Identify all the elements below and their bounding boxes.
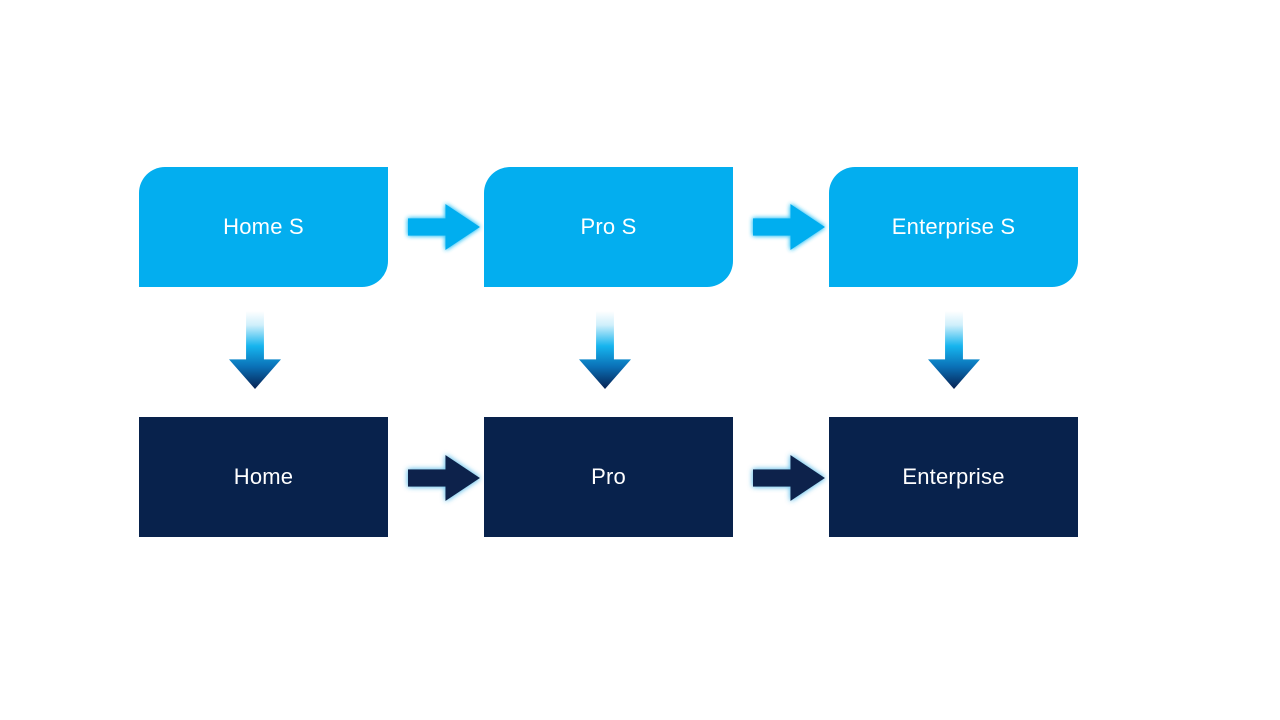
arrow-pro-to-enterprise — [753, 455, 825, 501]
arrow-pro-s-to-pro — [579, 311, 631, 389]
tier-label-pro-s: Pro S — [580, 213, 637, 239]
tier-box-pro[interactable]: Pro — [484, 417, 733, 537]
tier-label-pro: Pro — [591, 463, 626, 489]
arrow-pro-s-to-enterprise-s — [753, 204, 825, 250]
tier-box-enterprise-s[interactable]: Enterprise S — [829, 167, 1078, 287]
tier-box-pro-s[interactable]: Pro S — [484, 167, 733, 287]
tier-box-enterprise[interactable]: Enterprise — [829, 417, 1078, 537]
tier-label-home-s: Home S — [223, 213, 304, 239]
tier-box-home[interactable]: Home — [139, 417, 388, 537]
tier-label-enterprise-s: Enterprise S — [891, 213, 1016, 239]
tier-box-home-s[interactable]: Home S — [139, 167, 388, 287]
tier-label-enterprise: Enterprise — [902, 463, 1005, 489]
arrow-home-to-pro — [408, 455, 480, 501]
tier-label-home: Home — [233, 463, 294, 489]
arrow-home-s-to-pro-s — [408, 204, 480, 250]
arrow-enterprise-s-to-enterprise — [928, 311, 980, 389]
arrow-home-s-to-home — [229, 311, 281, 389]
